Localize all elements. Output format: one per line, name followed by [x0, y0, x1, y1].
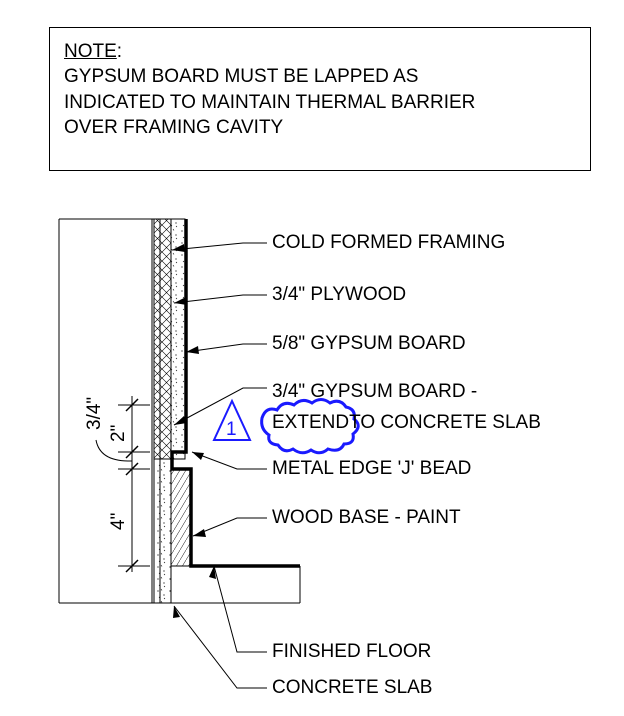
dimension-four-inch: 4": [108, 513, 129, 530]
callout-extend-text: EXTEND: [272, 412, 350, 433]
callout-j-bead: METAL EDGE 'J' BEAD: [272, 458, 472, 479]
note-line-1: GYPSUM BOARD MUST BE LAPPED AS: [64, 66, 419, 87]
leader-arrowheads: [172, 244, 216, 618]
revision-triangle: [212, 398, 252, 441]
leader-lines: [171, 242, 267, 689]
note-title-colon: :: [116, 41, 123, 62]
plywood-layer: [153, 218, 172, 460]
wall-face-line: [170, 219, 301, 603]
dimension-line: [95, 396, 150, 573]
revision-number: 1: [226, 419, 237, 440]
dimension-three-quarter: 3/4": [84, 397, 105, 430]
note-title: NOTE: [64, 41, 117, 62]
callout-gypsum-34-line2: EXTENDTO CONCRETE SLAB: [272, 412, 541, 434]
note-box: [49, 27, 591, 171]
wall-outline: [58, 218, 300, 604]
callout-gypsum-34-line1: 3/4" GYPSUM BOARD -: [272, 381, 478, 402]
callout-plywood: 3/4" PLYWOOD: [272, 284, 407, 305]
wood-base: [170, 469, 192, 567]
revision-cloud: [260, 398, 360, 455]
note-line-3: OVER FRAMING CAVITY: [64, 117, 284, 138]
note-heading: NOTE:: [64, 41, 122, 63]
callout-wood-base: WOOD BASE - PAINT: [272, 507, 461, 528]
gypsum-34-layer: [153, 458, 172, 604]
callout-finished-floor: FINISHED FLOOR: [272, 641, 432, 662]
note-line-2: INDICATED TO MAINTAIN THERMAL BARRIER: [64, 92, 476, 113]
dimension-two-inch: 2": [108, 425, 129, 442]
callout-cold-formed-framing: COLD FORMED FRAMING: [272, 232, 506, 253]
callout-gypsum-58: 5/8" GYPSUM BOARD: [272, 333, 466, 354]
callout-concrete-slab: CONCRETE SLAB: [272, 677, 433, 698]
callout-to-slab-text: TO CONCRETE SLAB: [349, 412, 541, 433]
